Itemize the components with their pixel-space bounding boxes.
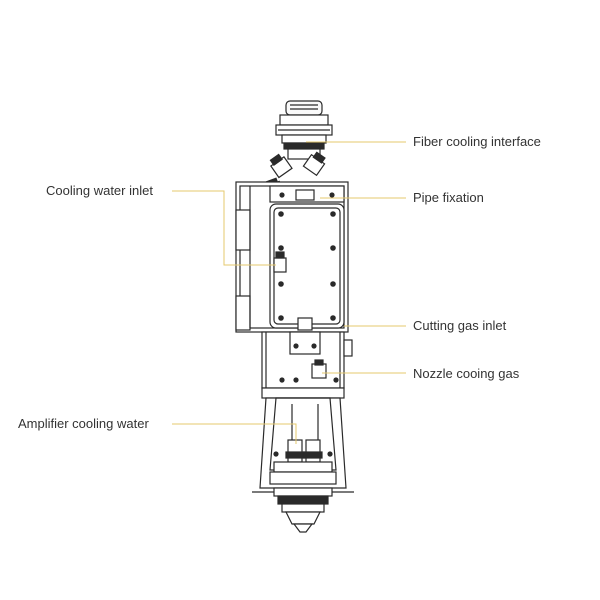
label-cooling-water-inlet: Cooling water inlet [46, 183, 153, 198]
leader-cooling-water [172, 190, 276, 266]
leader-amplifier-cooling [172, 423, 297, 444]
label-cutting-gas-inlet: Cutting gas inlet [413, 318, 507, 333]
label-nozzle-cooing-gas: Nozzle cooing gas [413, 366, 520, 381]
label-fiber-cooling-interface: Fiber cooling interface [413, 134, 541, 149]
nozzle-assembly [252, 487, 354, 533]
fiber-connector [275, 100, 333, 160]
middle-section [261, 331, 353, 399]
label-pipe-fixation: Pipe fixation [413, 190, 484, 205]
label-amplifier-cooling-water: Amplifier cooling water [18, 416, 149, 431]
leader-lines [172, 141, 406, 444]
main-body [235, 181, 349, 333]
lower-section [259, 397, 347, 489]
